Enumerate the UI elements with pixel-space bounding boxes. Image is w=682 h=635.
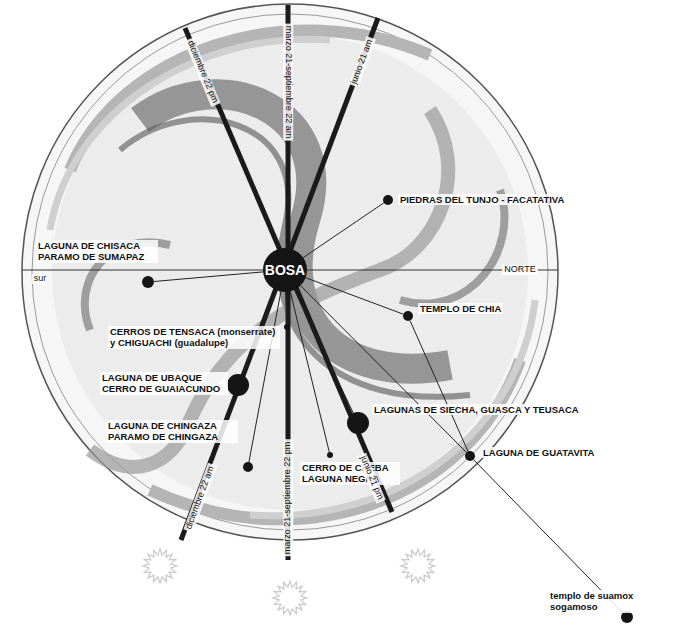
direction-label: sur <box>32 274 49 284</box>
sight-line <box>303 203 384 258</box>
star-symbol <box>273 581 307 615</box>
sight-line <box>306 278 404 315</box>
place-dot: templo de suamox sogamoso <box>621 611 633 623</box>
place-label: CERRO DE CHEBA LAGUNA NEGRA <box>300 462 400 485</box>
swirl-band <box>120 119 470 396</box>
place-dot: LAGUNA DE CHISACA PARAMO DE SUMAPAZ <box>142 276 154 288</box>
place-label: LAGUNAS DE SIECHA, GUASCA Y TEUSACA <box>372 404 581 415</box>
place-label: LAGUNA DE UBAQUE CERRO DE GUAIACUNDO <box>100 372 228 395</box>
place-label: LAGUNA DE CHISACA PARAMO DE SUMAPAZ <box>36 240 158 263</box>
place-label: LAGUNA DE GUATAVITA <box>481 447 596 458</box>
place-dot: CERRO DE CHEBA LAGUNA NEGRA <box>327 452 333 458</box>
place-dot: LAGUNA DE UBAQUE CERRO DE GUAIACUNDO <box>227 374 249 396</box>
sight-line <box>410 321 468 452</box>
sight-line <box>295 290 354 413</box>
center-label: BOSA <box>263 248 307 292</box>
direction-label: NORTE <box>502 265 537 275</box>
line-label: marzo 21-septiembre 22 pm <box>283 440 293 557</box>
place-label: PIEDRAS DEL TUNJO - FACATATIVA <box>398 194 566 205</box>
place-dot: TEMPLO DE CHIA <box>403 311 413 321</box>
swirl-band <box>400 190 504 303</box>
place-dot: LAGUNA DE GUATAVITA <box>465 451 475 461</box>
sight-line <box>286 292 287 324</box>
place-dot: CERROS DE TENSACA (monserrate) y CHIGUAC… <box>284 324 290 330</box>
sight-line <box>290 291 329 452</box>
place-dot: PIEDRAS DEL TUNJO - FACATATIVA <box>383 195 393 205</box>
center-circle: BOSA <box>263 248 307 292</box>
place-label: templo de suamox sogamoso <box>548 590 638 613</box>
sight-line <box>249 292 281 463</box>
sight-line <box>154 272 263 282</box>
place-dot: LAGUNA DE CHINGAZA PARAMO DE CHINGAZA <box>243 462 253 472</box>
place-dot: LAGUNAS DE SIECHA, GUASCA Y TEUSACA <box>347 412 369 434</box>
star-symbols <box>143 549 435 615</box>
star-symbol <box>401 549 435 583</box>
place-label: LAGUNA DE CHINGAZA PARAMO DE CHINGAZA <box>106 420 238 443</box>
place-label: TEMPLO DE CHIA <box>418 303 503 314</box>
place-label: CERROS DE TENSACA (monserrate) y CHIGUAC… <box>108 326 280 349</box>
star-symbol <box>143 549 177 583</box>
line-label: marzo 21-septiembre 22 am <box>283 24 293 141</box>
